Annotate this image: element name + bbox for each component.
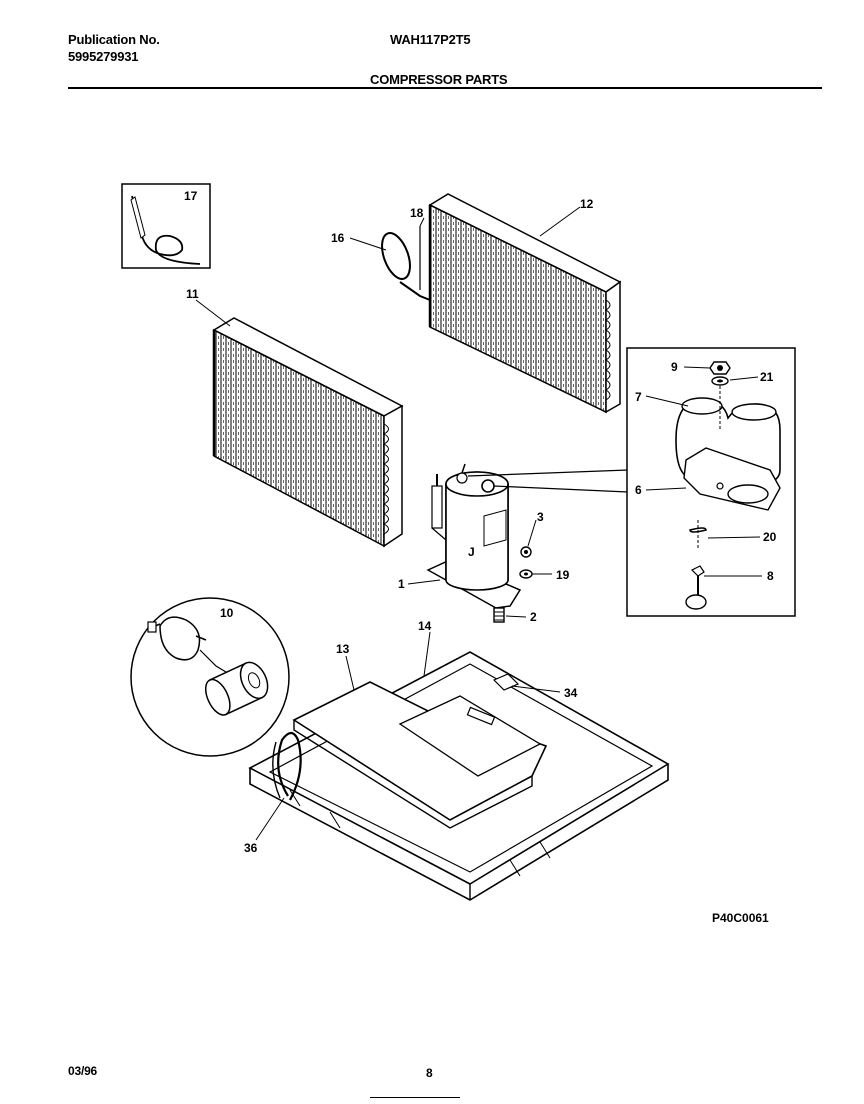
svg-text:J: J bbox=[468, 545, 475, 559]
section-title: COMPRESSOR PARTS bbox=[370, 72, 508, 87]
detail-leader-top bbox=[467, 469, 629, 477]
drawing-code: P40C0061 bbox=[712, 911, 769, 925]
part-10-capacitor-inset bbox=[130, 597, 290, 757]
callout-11: 11 bbox=[186, 287, 199, 301]
callout-6: 6 bbox=[635, 483, 642, 497]
callout-19: 19 bbox=[556, 568, 570, 582]
callout-12: 12 bbox=[580, 197, 594, 211]
callout-36: 36 bbox=[244, 841, 258, 855]
part-2-bolt bbox=[493, 607, 505, 623]
part-19-washer bbox=[519, 569, 533, 579]
publication-label: Publication No. bbox=[68, 32, 160, 47]
callout-17: 17 bbox=[184, 189, 198, 203]
footer-rule bbox=[370, 1097, 460, 1098]
part-1-compressor: J bbox=[426, 463, 522, 609]
callout-16: 16 bbox=[331, 231, 345, 245]
footer-page-number: 8 bbox=[426, 1066, 433, 1080]
callout-3: 3 bbox=[537, 510, 544, 524]
callout-7: 7 bbox=[635, 390, 642, 404]
part-3-grommet bbox=[520, 546, 532, 558]
callout-1: 1 bbox=[398, 577, 405, 591]
part-16-18-tube-assembly bbox=[381, 226, 431, 301]
callout-18: 18 bbox=[410, 206, 424, 220]
callout-34: 34 bbox=[564, 686, 578, 700]
callout-21: 21 bbox=[760, 370, 774, 384]
detail-leader-bottom bbox=[493, 485, 629, 493]
overload-detail-box bbox=[626, 347, 796, 617]
part-13-partition bbox=[292, 681, 548, 829]
callout-20: 20 bbox=[763, 530, 777, 544]
part-17-capillary-tube bbox=[121, 183, 211, 269]
footer-date: 03/96 bbox=[68, 1064, 98, 1078]
model-number: WAH117P2T5 bbox=[390, 32, 471, 47]
part-36-wire-loop bbox=[272, 731, 302, 801]
header-rule bbox=[68, 87, 822, 89]
callout-13: 13 bbox=[336, 642, 350, 656]
part-12-condenser-coil bbox=[428, 193, 622, 414]
callout-2: 2 bbox=[530, 610, 537, 624]
callout-leaders bbox=[195, 206, 762, 841]
callout-10: 10 bbox=[220, 606, 234, 620]
callout-8: 8 bbox=[767, 569, 774, 583]
callout-14: 14 bbox=[418, 619, 432, 633]
part-11-evaporator-coil bbox=[212, 317, 404, 548]
publication-number: 5995279931 bbox=[68, 49, 139, 64]
callout-9: 9 bbox=[671, 360, 678, 374]
